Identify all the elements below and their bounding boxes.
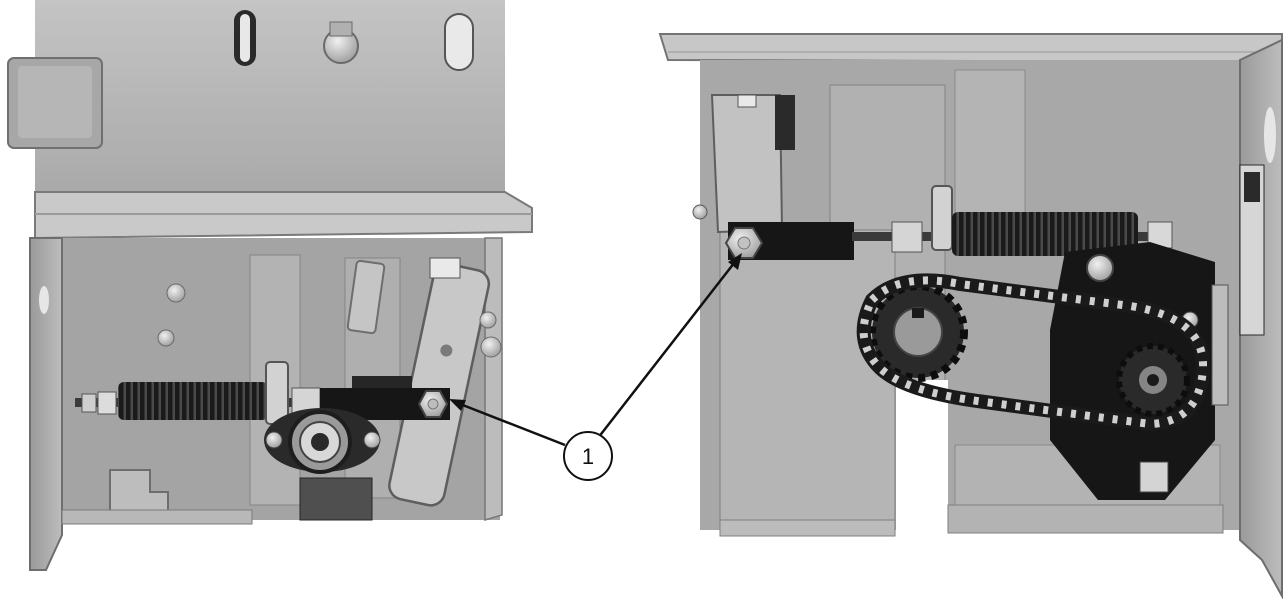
pivot-block	[710, 94, 784, 234]
hex-bolt-icon	[724, 227, 764, 259]
nut-icon	[97, 391, 117, 415]
top-plate	[658, 33, 1283, 64]
nut-icon	[1147, 221, 1173, 249]
screw	[157, 329, 175, 347]
washer	[931, 185, 953, 251]
callout-number: 1	[582, 444, 594, 469]
nut-icon	[891, 221, 923, 253]
nut-icon	[81, 393, 97, 413]
slot-hole	[444, 13, 474, 71]
leader-line	[597, 257, 739, 439]
right-view	[658, 33, 1283, 599]
washer	[265, 361, 289, 425]
arrowhead	[449, 399, 466, 411]
arrowhead	[728, 253, 742, 270]
sprocket-icon	[1116, 343, 1190, 417]
bearing-icon	[264, 408, 381, 474]
left-side-wall	[29, 237, 63, 571]
left-view	[7, 0, 533, 571]
callout-circle	[563, 431, 613, 481]
right-side-wall	[484, 237, 503, 522]
leader-line	[454, 400, 566, 447]
spring-icon	[118, 382, 268, 420]
callout-1: 1	[449, 253, 742, 481]
screw	[166, 283, 186, 303]
brush	[300, 478, 372, 520]
hex-bolt-icon	[417, 390, 449, 418]
upper-mounting-plate	[35, 0, 505, 205]
sprocket-icon	[868, 282, 968, 382]
spring-icon	[952, 212, 1138, 256]
